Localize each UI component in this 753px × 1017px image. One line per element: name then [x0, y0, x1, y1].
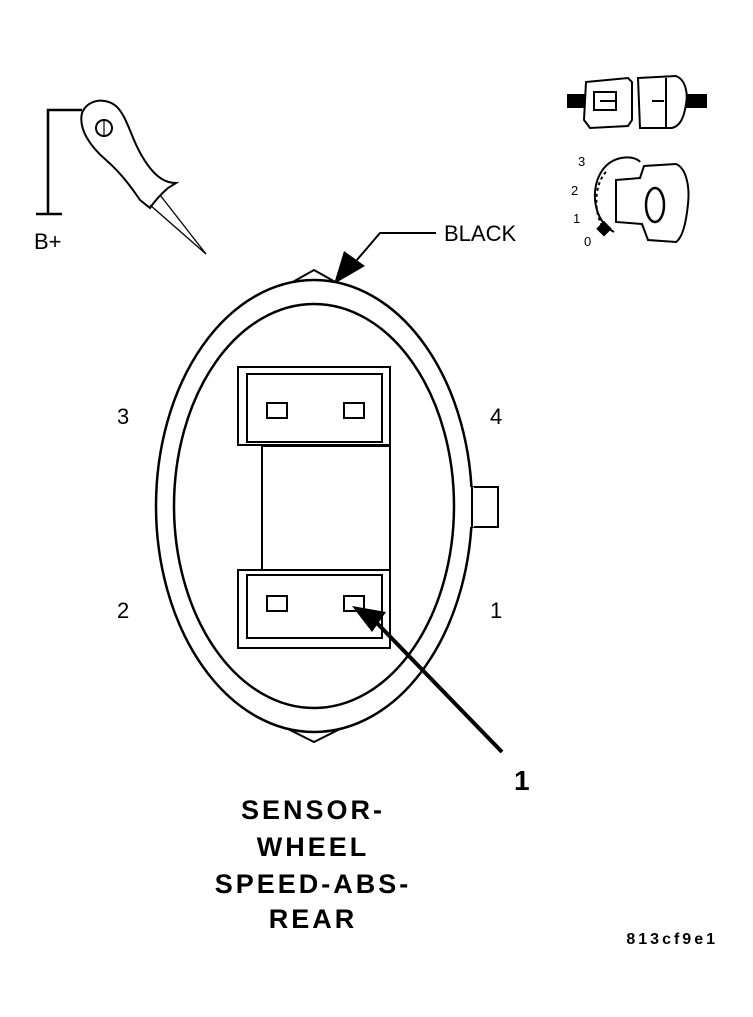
- callout-number: 1: [514, 765, 530, 796]
- diagram-title: SENSOR- WHEEL SPEED-ABS- REAR: [215, 795, 412, 934]
- title-line-3: SPEED-ABS-: [215, 869, 412, 899]
- title-line-2: WHEEL: [257, 832, 370, 862]
- ignition-pos-0: 0: [584, 234, 591, 249]
- ignition-pos-3: 3: [578, 154, 585, 169]
- connector-icon: [567, 74, 707, 130]
- pin-label-2: 2: [117, 598, 129, 623]
- ignition-key-icon: [593, 156, 690, 244]
- figure-code: 813cf9e1: [626, 931, 718, 948]
- sensor-connector-face: [154, 268, 499, 744]
- pin-label-3: 3: [117, 404, 129, 429]
- housing-color-label: BLACK: [444, 221, 516, 246]
- title-line-4: REAR: [269, 904, 358, 934]
- test-probe-icon: [36, 99, 207, 255]
- black-color-leader: [334, 232, 436, 284]
- ignition-pos-2: 2: [571, 183, 578, 198]
- ignition-pos-1: 1: [573, 211, 580, 226]
- pin-label-1: 1: [490, 598, 502, 623]
- callout-leader: [352, 606, 504, 754]
- title-line-1: SENSOR-: [241, 795, 385, 825]
- probe-label: B+: [34, 229, 62, 254]
- pin-label-4: 4: [490, 404, 502, 429]
